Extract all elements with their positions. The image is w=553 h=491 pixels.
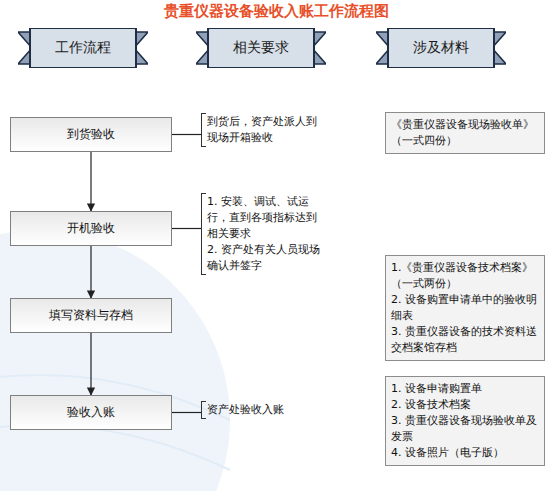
diagram-title: 贵重仪器设备验收入账工作流程图 [0, 2, 553, 21]
node-text: 2. 设备购置申请单中的验收明细表 [391, 292, 539, 324]
ribbon-banner: 工作流程 [18, 28, 148, 68]
connector [90, 333, 91, 395]
globe-shape [0, 230, 230, 491]
process-box: 到货验收 [10, 117, 172, 152]
node-text: 1.《贵重仪器设备技术档案》（一式两份） [391, 260, 539, 292]
process-box: 填写资料与存档 [10, 298, 172, 333]
requirement-callout: 到货后，资产处派人到现场开箱验收 [201, 113, 325, 147]
ribbon-banner: 涉及材料 [376, 28, 506, 68]
connector [90, 246, 91, 298]
process-box: 开机验收 [10, 211, 172, 246]
connector [172, 134, 201, 135]
requirement-callout: 资产处验收入账 [201, 401, 311, 419]
connector [90, 152, 91, 211]
globe-line [0, 425, 230, 470]
connector [172, 412, 201, 413]
requirement-callout: 1. 安装、调试、试运行，直到各项指标达到相关要求2. 资产处有关人员现场确认并… [201, 193, 325, 275]
material-box: 1.《贵重仪器设备技术档案》（一式两份）2. 设备购置申请单中的验收明细表3. … [385, 255, 545, 361]
node-text: 3. 贵重仪器设备的技术资料送交档案馆存档 [391, 324, 539, 356]
node-text: 填写资料与存档 [15, 307, 167, 324]
node-text: 资产处验收入账 [207, 402, 307, 418]
material-box: 1. 设备申请购置单2. 设备技术档案3. 贵重仪器设备现场验收单及发票4. 设… [385, 376, 545, 466]
node-text: 到货验收 [15, 126, 167, 143]
node-text: 4. 设备照片（电子版） [391, 445, 539, 461]
node-text: 2. 资产处有关人员现场确认并签字 [207, 242, 321, 274]
node-text: 验收入账 [15, 404, 167, 421]
node-text: 相关要求 [233, 39, 289, 57]
node-text: 到货后，资产处派人到现场开箱验收 [207, 114, 321, 146]
ribbon-banner: 相关要求 [196, 28, 326, 68]
node-text: 涉及材料 [413, 39, 469, 57]
node-text: 工作流程 [55, 39, 111, 57]
node-text: 3. 贵重仪器设备现场验收单及发票 [391, 413, 539, 445]
node-text: 1. 安装、调试、试运行，直到各项指标达到相关要求 [207, 194, 321, 242]
material-box: 《贵重仪器设备现场验收单》（一式四份） [385, 112, 545, 154]
connector [172, 228, 201, 229]
node-text: 开机验收 [15, 220, 167, 237]
node-text: 2. 设备技术档案 [391, 397, 539, 413]
node-text: 1. 设备申请购置单 [391, 381, 539, 397]
process-box: 验收入账 [10, 395, 172, 430]
node-text: 《贵重仪器设备现场验收单》（一式四份） [391, 117, 539, 149]
